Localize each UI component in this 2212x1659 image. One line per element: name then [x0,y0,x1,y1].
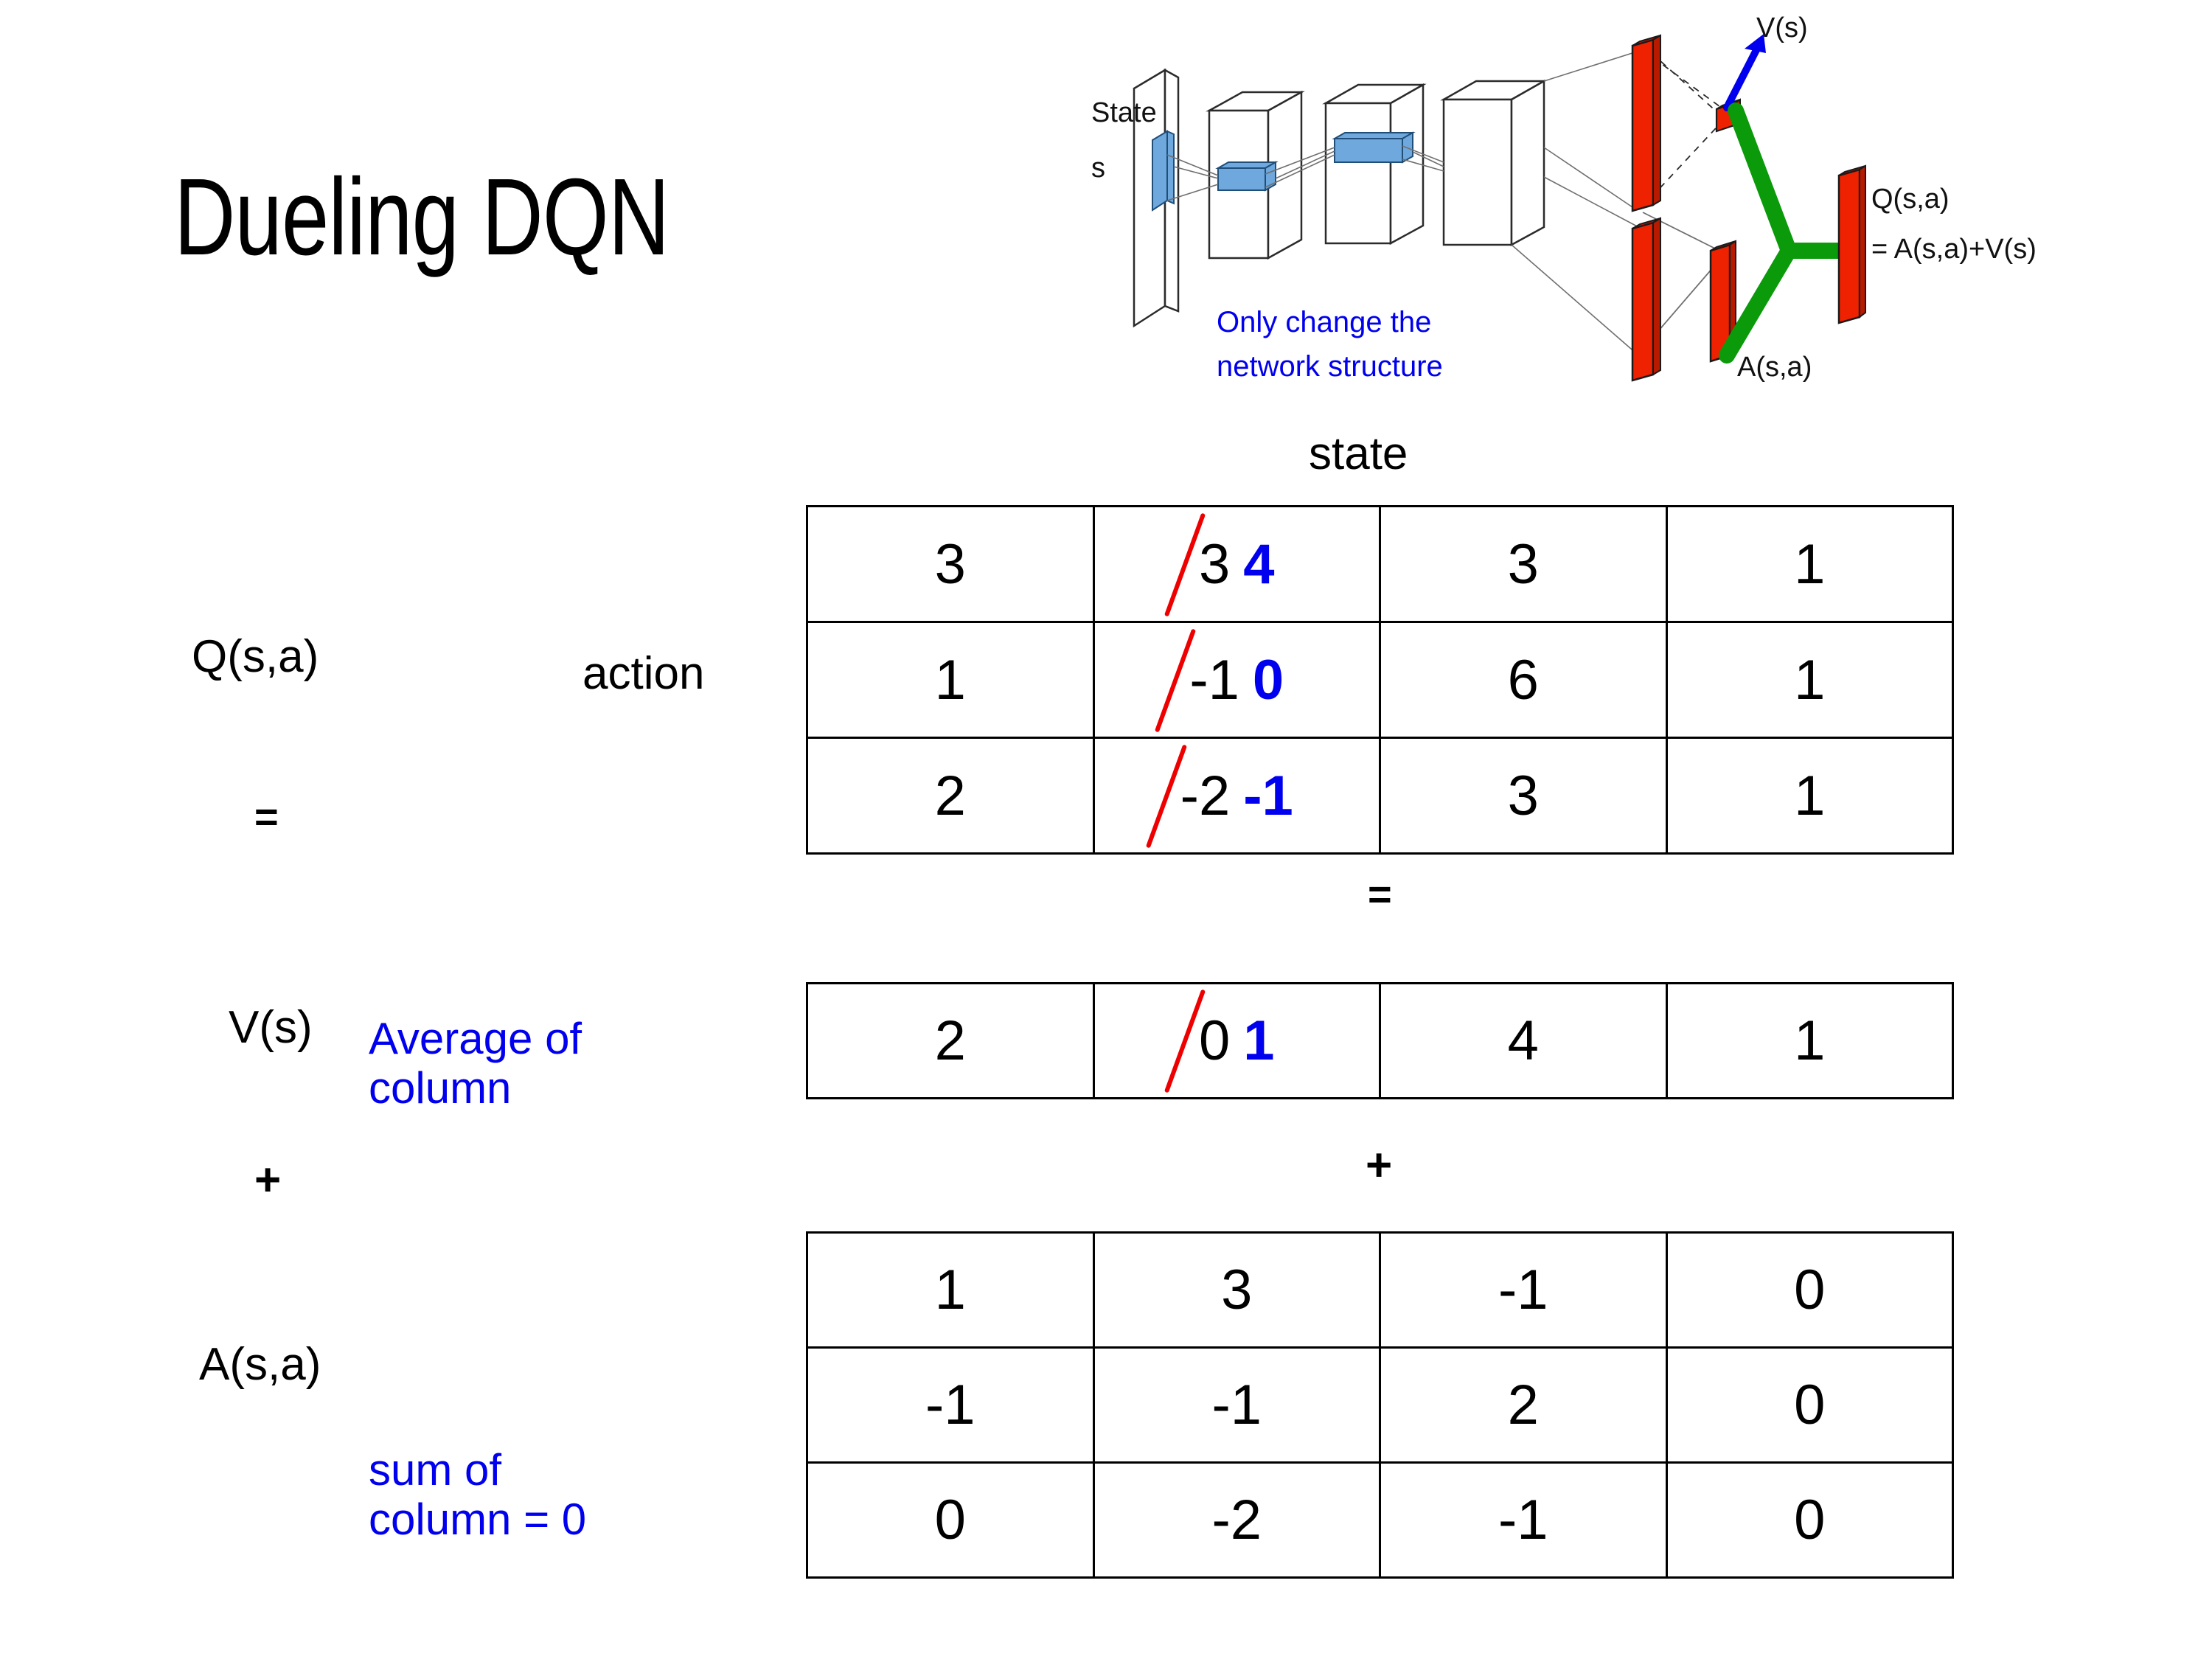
feature-bar-2-icon [1332,131,1416,164]
input-plane-icon [1133,68,1180,328]
table-cell[interactable]: 2 [806,737,1095,855]
equals-sign-left: = [254,793,279,840]
corrected-new-value: 1 [1243,1009,1275,1072]
diagram-state-var-label: s [1091,153,1105,184]
struck-old-value: -2 [1180,764,1231,827]
state-axis-label: state [1309,428,1408,479]
table-cell[interactable]: 0 [806,1461,1095,1579]
value-arrow-icon [1723,34,1766,111]
corrected-new-value: -1 [1243,764,1293,827]
table-cell[interactable]: 1 [1665,737,1954,855]
table-cell[interactable]: 4 [1379,982,1668,1099]
aggregation-merge-icon [1719,102,1851,364]
diagram-q-label: Q(s,a) [1871,184,1950,215]
conv-cube-3-icon [1440,79,1548,247]
plus-sign-left: + [254,1155,282,1206]
table-cell[interactable]: 3 [1379,505,1668,623]
table-cell[interactable]: 0 [1665,1231,1954,1349]
average-note-line2: column [369,1063,512,1113]
table-cell[interactable]: -1 [806,1346,1095,1464]
sum-note-line1: sum of [369,1445,502,1495]
table-cell[interactable]: -1 [1092,1346,1381,1464]
struck-old-value: -1 [1189,648,1239,712]
table-cell[interactable]: 1 [1665,505,1954,623]
table-cell[interactable]: 1 [1665,621,1954,739]
sum-note-line2: column = 0 [369,1495,587,1545]
advantage-hidden-bar-icon [1631,217,1661,382]
q-output-bar-icon [1837,164,1866,324]
corrected-new-value: 0 [1252,648,1284,712]
v-table-label: V(s) [229,1002,313,1053]
average-of-column-note: Average of column [369,1014,582,1113]
table-cell[interactable]: -1 [1379,1231,1668,1349]
average-note-line1: Average of [369,1014,582,1063]
table-cell[interactable]: -2 [1092,1461,1381,1579]
conv-cube-2-icon [1322,83,1427,246]
diagram-note-line1: Only change the [1217,306,1431,338]
table-cell[interactable]: 1 [1665,982,1954,1099]
table-cell[interactable]: 2 [1379,1346,1668,1464]
struck-old-value: 3 [1198,532,1231,596]
feature-bar-1-icon [1215,161,1279,192]
table-cell[interactable]: 3 [1379,737,1668,855]
table-cell[interactable]: 3 [1092,1231,1381,1349]
table-cell[interactable]: 1 [806,621,1095,739]
table-cell[interactable]: 2 [806,982,1095,1099]
value-hidden-bar-icon [1631,34,1661,212]
diagram-note-line2: network structure [1217,350,1443,383]
corrected-new-value: 4 [1243,532,1275,596]
table-cell[interactable]: 3 [806,505,1095,623]
table-cell[interactable]: -2-1 [1092,737,1381,855]
page-title: Dueling DQN [174,156,669,278]
diagram-state-label: State [1091,97,1157,128]
receptive-field-icon [1152,130,1175,212]
diagram-v-label: V(s) [1756,13,1808,44]
diagram-a-label: A(s,a) [1737,352,1812,383]
table-cell[interactable]: 1 [806,1231,1095,1349]
struck-old-value: 0 [1198,1009,1231,1072]
plus-sign-middle: + [1366,1140,1393,1191]
sum-of-column-note: sum of column = 0 [369,1445,586,1544]
diagram-q-formula-label: = A(s,a)+V(s) [1871,234,2037,265]
conv-cube-1-icon [1206,90,1305,260]
table-cell[interactable]: 0 [1665,1461,1954,1579]
table-cell[interactable]: 6 [1379,621,1668,739]
table-cell[interactable]: -1 [1379,1461,1668,1579]
dueling-network-diagram: State s V(s) A(s,a) Q(s,a) = A(s,a)+V(s)… [1091,7,2205,406]
equals-sign-middle: = [1368,871,1392,917]
action-axis-label: action [582,648,705,699]
q-table-label: Q(s,a) [192,631,319,682]
connection-lines [1166,51,1642,355]
table-cell[interactable]: 0 [1665,1346,1954,1464]
a-table-label: A(s,a) [199,1339,321,1390]
